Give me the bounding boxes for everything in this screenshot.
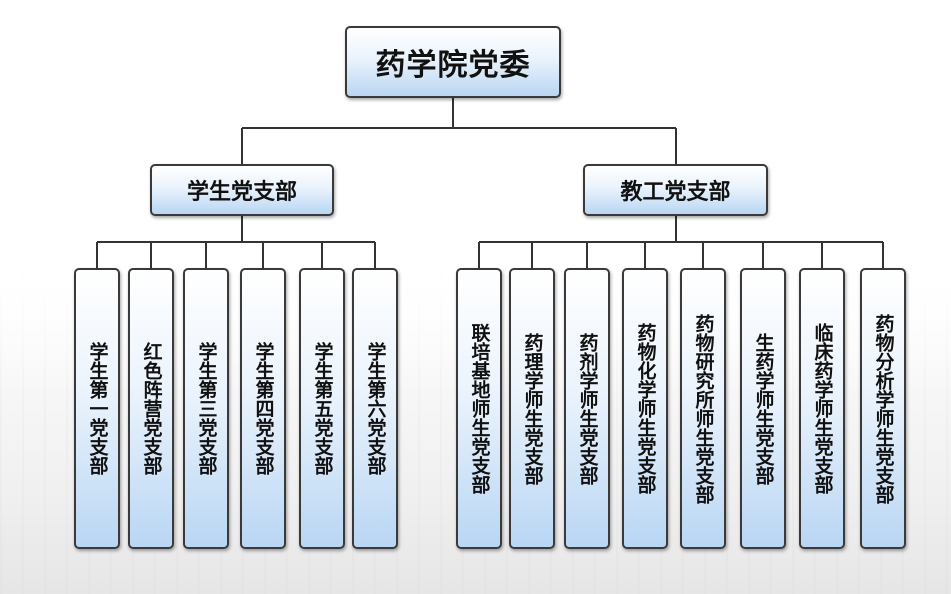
node-staff-branch: 教工党支部	[583, 164, 768, 216]
node-label: 药理学师生党支部	[521, 332, 544, 485]
node-student-2: 红色阵营党支部	[128, 268, 174, 549]
node-root-label: 药学院党委	[375, 48, 531, 83]
node-label: 药剂学师生党支部	[576, 332, 599, 485]
node-student-5: 学生第五党支部	[299, 268, 345, 549]
node-label: 联培基地师生党支部	[468, 323, 491, 494]
node-label: 药物化学师生党支部	[634, 323, 657, 494]
node-student-branch: 学生党支部	[150, 164, 334, 216]
node-label: 学生第六党支部	[364, 342, 387, 475]
node-staff-1: 联培基地师生党支部	[456, 268, 502, 549]
node-student-6: 学生第六党支部	[352, 268, 398, 549]
node-student-4: 学生第四党支部	[240, 268, 286, 549]
node-label: 临床药学师生党支部	[811, 323, 834, 494]
node-label: 药物分析学师生党支部	[872, 313, 895, 504]
node-staff-3: 药剂学师生党支部	[564, 268, 610, 549]
node-student-branch-label: 学生党支部	[186, 180, 297, 205]
node-staff-5: 药物研究所师生党支部	[680, 268, 726, 549]
node-label: 红色阵营党支部	[140, 342, 163, 475]
node-staff-2: 药理学师生党支部	[509, 268, 555, 549]
node-student-3: 学生第三党支部	[183, 268, 229, 549]
node-label: 药物研究所师生党支部	[692, 313, 715, 504]
node-staff-6: 生药学师生党支部	[740, 268, 786, 549]
node-label: 学生第一党支部	[86, 342, 109, 475]
node-label: 学生第五党支部	[311, 342, 334, 475]
node-staff-8: 药物分析学师生党支部	[860, 268, 906, 549]
node-student-1: 学生第一党支部	[74, 268, 120, 549]
node-staff-4: 药物化学师生党支部	[622, 268, 668, 549]
node-staff-7: 临床药学师生党支部	[799, 268, 845, 549]
node-root: 药学院党委	[345, 26, 561, 98]
node-label: 学生第三党支部	[195, 342, 218, 475]
node-label: 学生第四党支部	[252, 342, 275, 475]
node-staff-branch-label: 教工党支部	[620, 180, 731, 205]
node-label: 生药学师生党支部	[752, 332, 775, 485]
